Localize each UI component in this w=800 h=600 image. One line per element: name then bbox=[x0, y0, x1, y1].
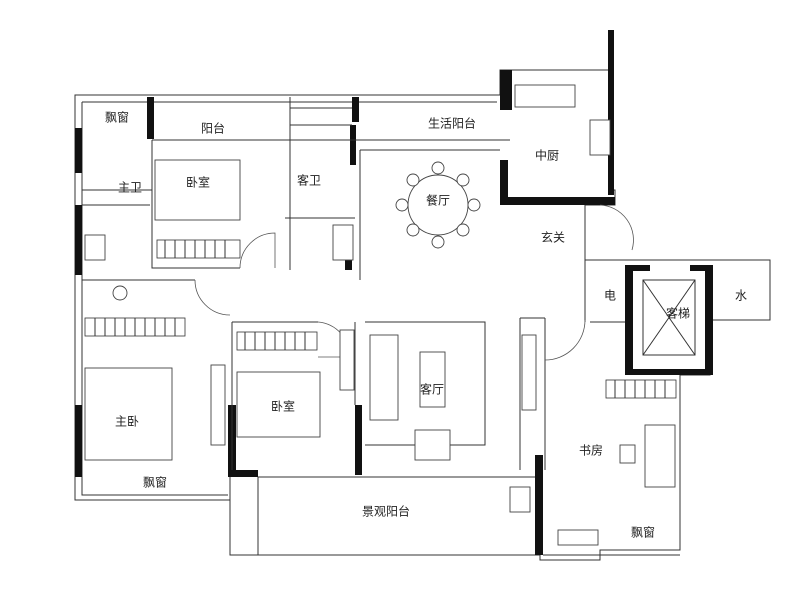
label-master-bedroom: 主卧 bbox=[115, 415, 139, 429]
label-guest-bath: 客卫 bbox=[297, 173, 321, 188]
dining-chairs bbox=[395, 161, 481, 249]
label-bay-window-study: 飘窗 bbox=[631, 526, 655, 540]
basin bbox=[84, 234, 106, 261]
bay-cabinet bbox=[557, 529, 599, 546]
elevator-shaft bbox=[642, 279, 696, 356]
guest-basin bbox=[332, 224, 354, 261]
bed-north bbox=[154, 159, 241, 221]
washer bbox=[509, 486, 531, 513]
kitchen-sink bbox=[514, 84, 576, 108]
closets bbox=[84, 239, 677, 399]
bed-south bbox=[236, 371, 321, 438]
label-kitchen: 中厨 bbox=[535, 148, 559, 163]
label-water-room: 水 bbox=[735, 289, 747, 303]
label-service-balcony: 生活阳台 bbox=[428, 116, 476, 131]
sofa bbox=[369, 334, 399, 421]
desk-chair bbox=[619, 444, 636, 464]
round-stool bbox=[112, 285, 128, 301]
label-foyer: 玄关 bbox=[541, 230, 565, 245]
label-landscape-balcony: 景观阳台 bbox=[362, 504, 410, 519]
interior-walls bbox=[82, 97, 681, 556]
label-elevator: 客梯 bbox=[666, 306, 690, 321]
armchair bbox=[414, 429, 451, 461]
room-labels: 飘窗 阳台 生活阳台 中厨 主卫 卧室 客卫 餐厅 玄关 电 客梯 水 主卧 卧… bbox=[105, 111, 747, 540]
label-bedroom-north: 卧室 bbox=[186, 175, 210, 190]
label-electric-room: 电 bbox=[604, 289, 616, 303]
label-balcony: 阳台 bbox=[201, 121, 225, 136]
furniture bbox=[84, 84, 676, 546]
label-living-room: 客厅 bbox=[420, 382, 444, 397]
cabinet bbox=[339, 329, 355, 391]
tv-cabinet-master bbox=[210, 364, 226, 446]
coffee-table bbox=[419, 351, 446, 408]
label-bedroom-south: 卧室 bbox=[271, 399, 295, 414]
tv-cabinet-living bbox=[521, 334, 537, 411]
label-dining: 餐厅 bbox=[426, 193, 450, 208]
desk bbox=[644, 424, 676, 488]
label-bay-window-top-left: 飘窗 bbox=[105, 111, 129, 125]
bed-master bbox=[84, 367, 173, 461]
label-study: 书房 bbox=[579, 443, 603, 458]
stove bbox=[589, 119, 611, 156]
walls bbox=[75, 30, 713, 555]
label-master-bath: 主卫 bbox=[118, 181, 142, 195]
label-bay-window-master: 飘窗 bbox=[143, 476, 167, 490]
